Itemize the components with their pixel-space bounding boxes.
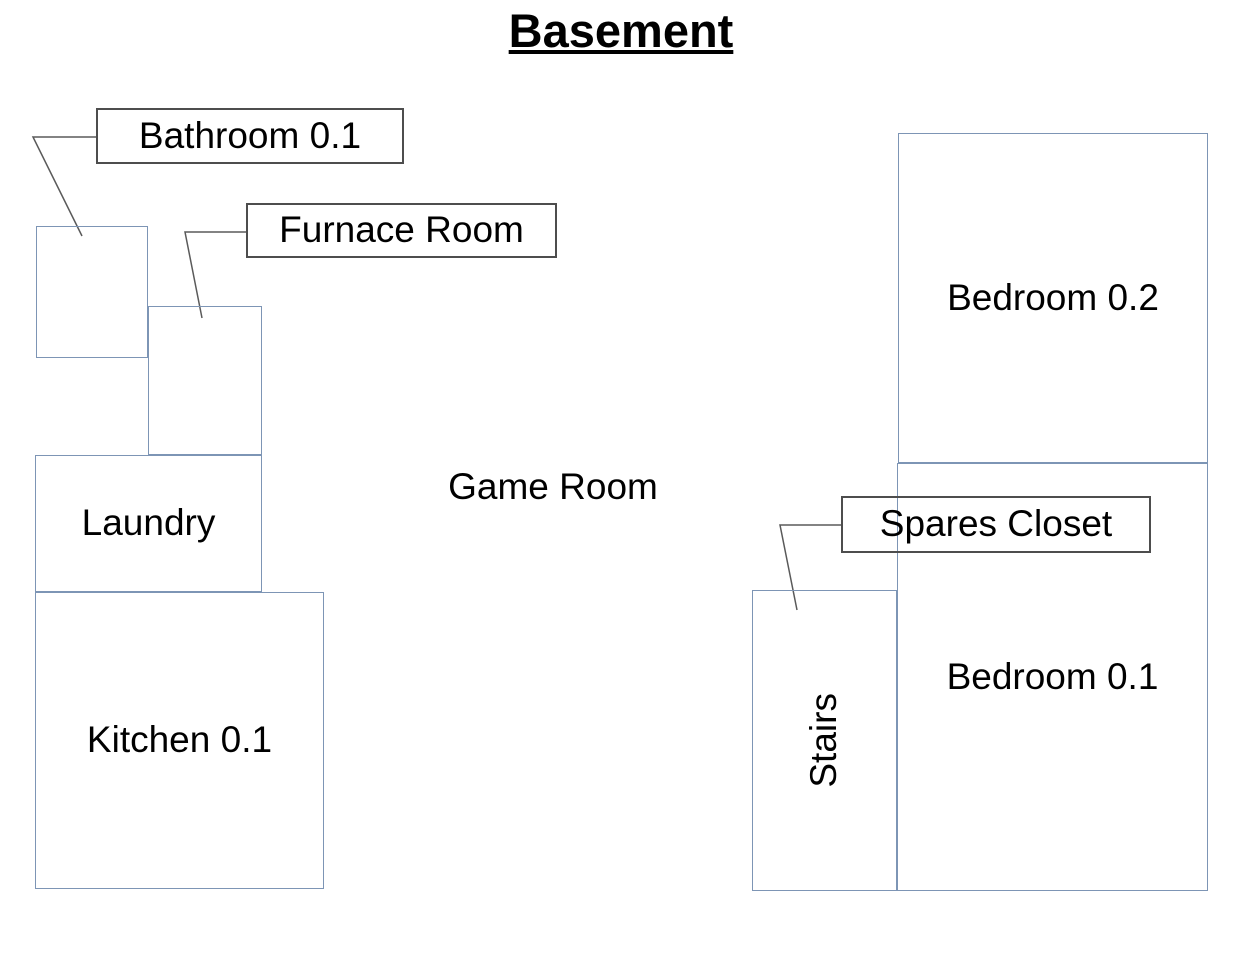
- callout-label-spares-closet: Spares Closet: [879, 503, 1113, 545]
- room-bedroom-0-2: Bedroom 0.2: [898, 133, 1208, 463]
- room-furnace-room: [148, 306, 262, 455]
- room-kitchen: Kitchen 0.1: [35, 592, 324, 889]
- room-label-laundry: Laundry: [81, 502, 216, 544]
- room-laundry: Laundry: [35, 455, 262, 592]
- room-bedroom-0-1: Bedroom 0.1: [897, 463, 1208, 891]
- callout-furnace-room: Furnace Room: [246, 203, 557, 258]
- room-label-kitchen: Kitchen 0.1: [86, 719, 273, 761]
- room-bathroom: [36, 226, 148, 358]
- room-label-bedroom-0-1: Bedroom 0.1: [946, 655, 1159, 697]
- callout-label-bathroom: Bathroom 0.1: [138, 114, 362, 156]
- room-label-stairs: Stairs: [803, 693, 845, 788]
- room-label-bedroom-0-2: Bedroom 0.2: [947, 276, 1159, 318]
- page-title: Basement: [508, 4, 734, 57]
- leader-line-bathroom: [31, 136, 96, 237]
- callout-label-furnace-room: Furnace Room: [279, 209, 524, 251]
- callout-spares-closet: Spares Closet: [841, 496, 1151, 553]
- room-stairs: Stairs: [752, 590, 897, 891]
- callout-bathroom: Bathroom 0.1: [96, 108, 404, 164]
- room-label-game-room: Game Room: [448, 466, 658, 507]
